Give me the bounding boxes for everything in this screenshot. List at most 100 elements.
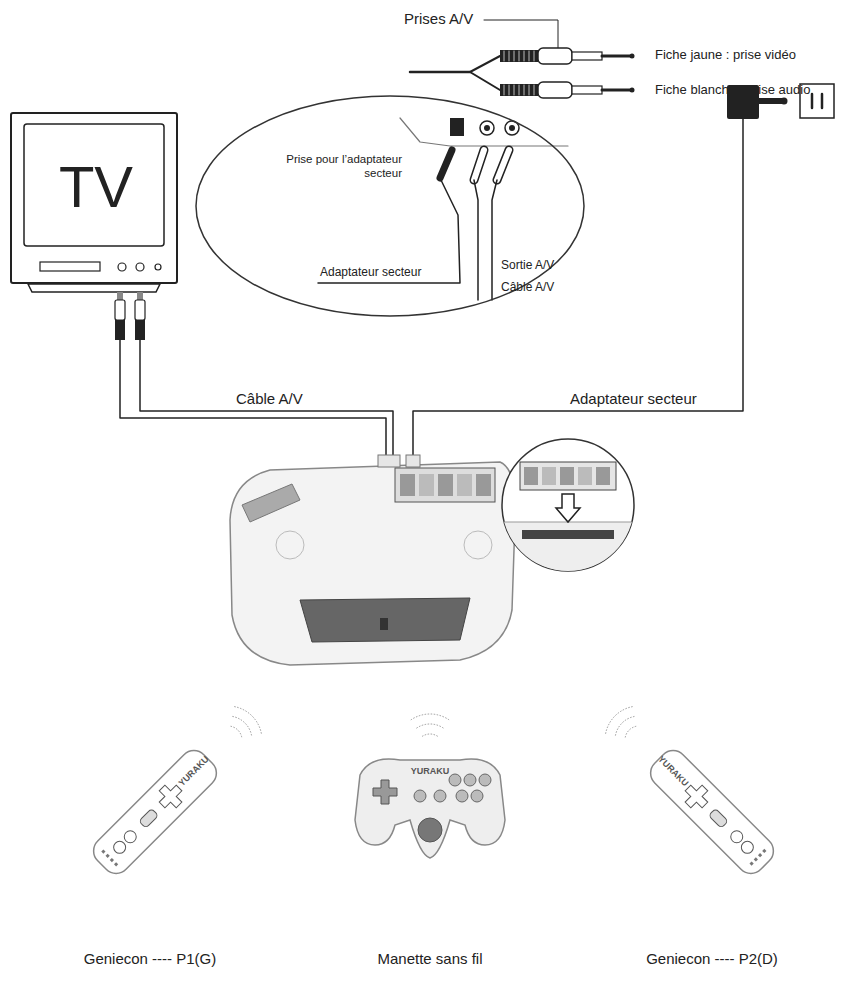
controller-label: Geniecon ---- P2(D) [592,950,832,968]
gamepad [355,759,505,858]
av-plug [474,150,484,180]
av-plug [497,150,509,180]
plug-body [538,48,572,64]
adapter-prong-tip [781,98,788,105]
cartridge [395,468,495,502]
tv-knob [155,264,161,270]
remote-controller [645,745,779,879]
remote-led [114,862,118,866]
adapter-prong [759,98,783,104]
plug-body [135,300,145,320]
av-cable [120,340,386,462]
plug-grip [534,85,535,95]
remote-led [110,858,114,862]
gamepad-button [434,790,446,802]
plug-grip [524,51,525,61]
controller-label: Manette sans fil [310,950,550,968]
console-port [406,455,420,467]
gamepad-button [471,790,483,802]
signal-wave [615,716,634,735]
gamepad-body [355,759,505,858]
av-jack-core [509,125,515,131]
plug-grip [529,51,530,61]
plug-grip [519,85,520,95]
plug-label: Fiche jaune : prise vidéo [655,47,865,63]
console-port [378,455,400,467]
cable-label: Câble A/V [236,390,356,408]
part-label: Prises A/V [404,10,524,28]
remote-led [101,849,105,853]
tv-label: TV [26,154,166,220]
gamepad-button [449,774,461,786]
signal-wave [231,726,242,737]
brand-mark: YURAKU [169,746,219,796]
console-window [300,598,470,642]
plug-tip [630,54,635,59]
remote-button [139,808,159,828]
signal-wave [234,707,261,734]
tv-set: TV [10,112,178,284]
console-detail [500,522,640,582]
plug-pin [602,55,630,58]
brand-mark: YURAKU [400,766,460,777]
signal-wave [422,734,438,736]
av-cable [492,180,497,300]
signal-wave [625,726,636,737]
gamepad-button [456,790,468,802]
plug-collar [500,50,538,62]
leader-line [484,20,558,48]
cable-label: Adaptateur secteur [570,390,730,408]
cartridge-art [578,467,592,485]
zoom-content [500,462,640,582]
tv-knob [136,263,144,271]
plug-label: Fiche blanche : prise audio [655,82,865,98]
console-switch [380,618,388,630]
console-dome [276,531,304,559]
av-cable [140,340,393,462]
remote-body [645,745,779,879]
console-body [230,462,515,665]
signal-wave [232,716,251,735]
gamepad-stick [418,818,442,842]
remote-button [728,828,745,845]
plug-body [538,82,572,98]
plug-grip [504,85,505,95]
cartridge-art [560,467,574,485]
plug-collar [135,320,145,340]
brand-mark: YURAKU [648,746,698,796]
signal-wave [606,707,633,734]
plug-sleeve [572,52,602,60]
cartridge-slot [522,530,614,539]
plug-collar [500,84,538,96]
plug-pin [117,292,123,300]
part-label: Câble A/V [501,280,591,294]
controller-label: Geniecon ---- P1(G) [30,950,270,968]
av-cable [470,56,500,72]
plug-grip [509,51,510,61]
remote-button [739,839,756,856]
av-jack [480,121,494,135]
cartridge-art [419,474,434,496]
cartridge-art [438,474,453,496]
tv-panel [40,262,100,271]
plug-sleeve [572,86,602,94]
cartridge-art [476,474,491,496]
remote-led [106,854,110,858]
power-cable [318,178,460,283]
gamepad-button [464,774,476,786]
plug-grip [514,85,515,95]
plug-grip [534,51,535,61]
power-plug [440,150,452,178]
plug-grip [519,51,520,61]
av-jack-core [484,125,490,131]
port-label: Prise pour l’adaptateur secteur [280,152,402,180]
cartridge [520,462,616,490]
plug-body [115,300,125,320]
power-jack [450,118,464,136]
remote-button [122,828,139,845]
av-cable [470,72,500,90]
cartridge-art [596,467,610,485]
remote-controller [88,745,222,879]
